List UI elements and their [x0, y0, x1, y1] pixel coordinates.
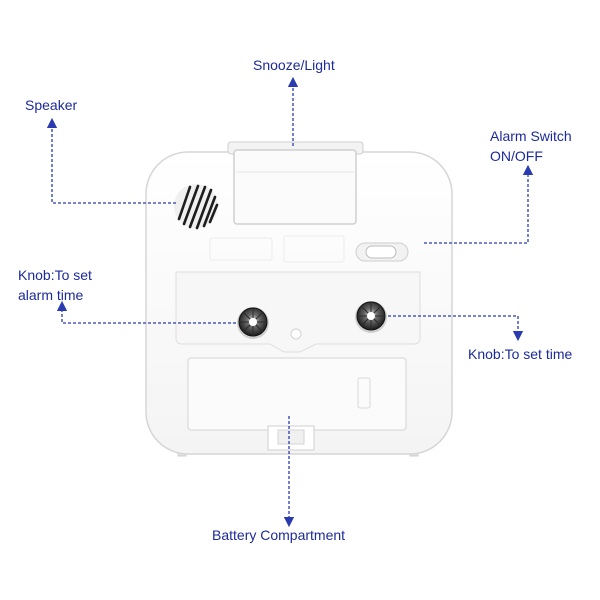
alarm-time-knob — [237, 307, 269, 339]
leader-time-knob — [388, 315, 524, 342]
embossed-mark — [209, 237, 273, 261]
alarm-switch — [355, 242, 409, 262]
label-alarm-switch-line2: ON/OFF — [490, 148, 543, 164]
leader-alarm-knob — [56, 300, 236, 324]
label-alarm-switch: Alarm Switch ON/OFF — [490, 126, 572, 166]
embossed-mark — [283, 235, 345, 263]
label-snooze-light: Snooze/Light — [253, 57, 335, 73]
label-battery: Battery Compartment — [212, 527, 346, 543]
snooze-light-button — [227, 141, 364, 225]
label-knob-alarm-line2: alarm time — [18, 287, 84, 303]
leader-speaker — [46, 117, 176, 204]
time-set-knob — [355, 301, 387, 333]
label-knob-time: Knob:To set time — [468, 346, 573, 362]
label-knob-alarm-line1: Knob:To set — [18, 267, 92, 283]
speaker-grille — [174, 184, 219, 230]
label-speaker: Speaker — [25, 97, 78, 113]
knob-panel — [175, 271, 421, 353]
leader-alarm-switch — [424, 164, 534, 244]
label-alarm-switch-line1: Alarm Switch — [490, 128, 572, 144]
center-pin — [290, 328, 302, 340]
label-knob-alarm: Knob:To set alarm time — [18, 265, 92, 305]
battery-compartment — [187, 357, 407, 451]
